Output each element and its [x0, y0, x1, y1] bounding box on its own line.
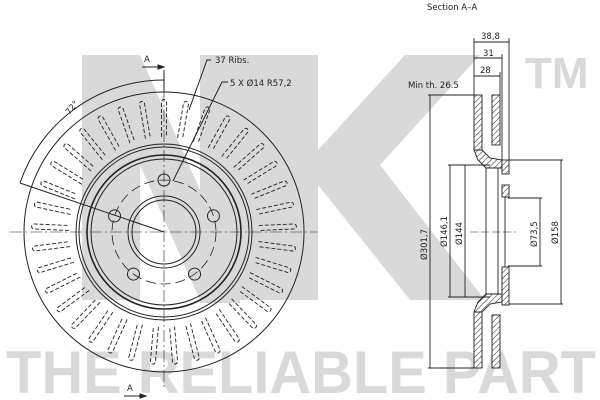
rib	[207, 115, 231, 151]
section-marker-bottom: A	[127, 384, 133, 394]
rib	[169, 326, 178, 365]
rib	[227, 298, 257, 329]
rib	[139, 100, 151, 139]
rib	[31, 223, 70, 231]
section-view-labels: Section A–A 38,8 31 28 Min th. 26.5 Ø301…	[408, 3, 561, 260]
tagline-text: THE RELIABLE PART	[6, 339, 596, 400]
rib	[243, 160, 278, 185]
rib	[107, 317, 128, 354]
hat-flange-bottom	[501, 266, 510, 306]
flange-diameter-label: Ø158	[550, 221, 561, 244]
rib	[256, 201, 294, 215]
hat-inner-diameter-label: Ø144	[454, 222, 465, 245]
rib	[238, 286, 272, 313]
ribs-label: 37 Ribs.	[215, 56, 249, 66]
outer-diameter-label: Ø301,7	[419, 229, 430, 260]
angle-arc	[19, 79, 165, 184]
section-marker-top: A	[144, 55, 150, 65]
inner-friction-plate-top	[491, 94, 501, 146]
dim-hat-offset-label: 31	[483, 49, 494, 59]
rib	[150, 326, 159, 365]
bolt-pattern-label: 5 X Ø14 R57,2	[230, 78, 292, 89]
rib	[128, 323, 143, 361]
rib	[88, 309, 114, 343]
front-view	[10, 59, 318, 399]
logo-k-shape	[255, 55, 485, 300]
inner-friction-plate-bottom	[491, 314, 501, 369]
cooling-ribs	[31, 99, 297, 365]
section-view	[428, 38, 563, 369]
rib	[185, 323, 200, 361]
rib	[40, 180, 77, 200]
rib	[71, 298, 101, 329]
rib	[221, 127, 249, 160]
rib	[56, 286, 90, 313]
rib	[32, 241, 71, 252]
rib	[257, 241, 296, 252]
rib	[247, 272, 284, 294]
trademark-text: TM	[525, 49, 589, 98]
rib	[200, 317, 221, 354]
rib	[97, 115, 121, 151]
flange-inner-top	[501, 184, 510, 198]
hat-outer-diameter-label: Ø146,1	[439, 216, 450, 247]
bolt-hole	[108, 209, 122, 223]
bolt-leader	[172, 81, 228, 182]
rib	[79, 127, 107, 160]
min-thickness-label: Min th. 26.5	[408, 81, 459, 91]
outer-friction-plate-bottom	[473, 311, 483, 369]
rib	[50, 160, 85, 185]
section-arrow-top-head	[157, 64, 166, 70]
rib	[258, 223, 297, 231]
hat-flange-top	[501, 159, 510, 175]
angle-label: 72°	[64, 99, 81, 117]
bolt-hole	[206, 209, 220, 223]
rib	[36, 256, 75, 273]
rib	[44, 272, 81, 294]
rib	[34, 201, 72, 215]
section-arrow-bottom-head	[139, 393, 148, 399]
dim-thickness-label: 28	[480, 66, 491, 76]
rib	[117, 106, 136, 144]
rib	[253, 256, 292, 273]
rib	[177, 100, 189, 139]
rib	[192, 106, 211, 144]
bolt-hole	[126, 267, 140, 281]
ribs-leader	[188, 59, 211, 111]
rib	[214, 309, 240, 343]
bore-diameter-label: Ø73,5	[529, 221, 540, 247]
angle-radial-line	[19, 182, 165, 233]
bolt-hole	[188, 267, 202, 281]
watermark: TM THE RELIABLE PART	[6, 49, 596, 400]
outer-friction-plate-top	[473, 94, 483, 151]
rib	[233, 143, 265, 172]
rib	[251, 180, 288, 200]
dim-total-height-label: 38,8	[481, 32, 500, 42]
rib	[63, 143, 95, 172]
section-title: Section A–A	[427, 3, 477, 13]
